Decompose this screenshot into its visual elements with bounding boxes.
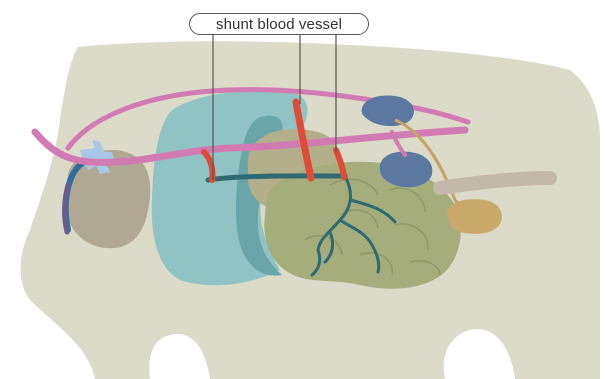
shunt-blood-vessel-label: shunt blood vessel xyxy=(189,13,369,35)
bladder-icon xyxy=(448,199,502,234)
